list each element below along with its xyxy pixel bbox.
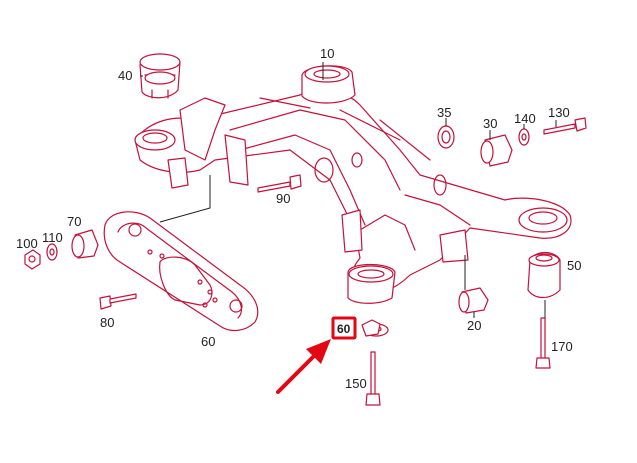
washer-part-35[interactable] [437, 125, 455, 149]
mount-bushing-part-40[interactable] [139, 53, 181, 99]
label-10: 10 [320, 46, 334, 61]
washer-part-110[interactable] [46, 243, 58, 261]
highlight-box [331, 316, 357, 340]
label-20: 20 [467, 318, 481, 333]
label-90: 90 [276, 191, 290, 206]
bolt-part-170[interactable] [535, 317, 551, 369]
highlight-marker: 60 [331, 316, 357, 340]
red-arrow-icon [276, 339, 331, 394]
label-110: 110 [42, 230, 63, 245]
label-50: 50 [567, 258, 581, 273]
label-80: 80 [100, 315, 114, 330]
highlight-label: 60 [337, 322, 351, 336]
label-60: 60 [201, 334, 215, 349]
bolt-part-80[interactable] [99, 293, 137, 310]
lower-plate-part-60[interactable] [103, 211, 259, 332]
washer-nut-highlighted[interactable] [361, 319, 389, 337]
label-150: 150 [345, 376, 367, 391]
leader-lines [140, 62, 557, 318]
label-40: 40 [118, 68, 132, 83]
label-140: 140 [514, 111, 536, 126]
label-30: 30 [483, 116, 497, 131]
label-130: 130 [548, 105, 570, 120]
label-170: 170 [551, 339, 573, 354]
bushing-part-50[interactable] [527, 251, 561, 299]
bushing-part-20[interactable] [458, 287, 489, 314]
bolt-part-150[interactable] [365, 351, 381, 406]
nut-part-100[interactable] [24, 249, 41, 270]
label-100: 100 [16, 236, 38, 251]
bolt-part-130[interactable] [543, 117, 587, 135]
bushing-part-70[interactable] [71, 229, 99, 259]
label-35: 35 [437, 105, 451, 120]
bolt-part-90[interactable] [257, 174, 302, 193]
bushing-part-30[interactable] [480, 134, 513, 167]
subframe-part-10[interactable] [134, 65, 572, 304]
washer-part-140[interactable] [518, 128, 530, 146]
label-70: 70 [67, 214, 81, 229]
